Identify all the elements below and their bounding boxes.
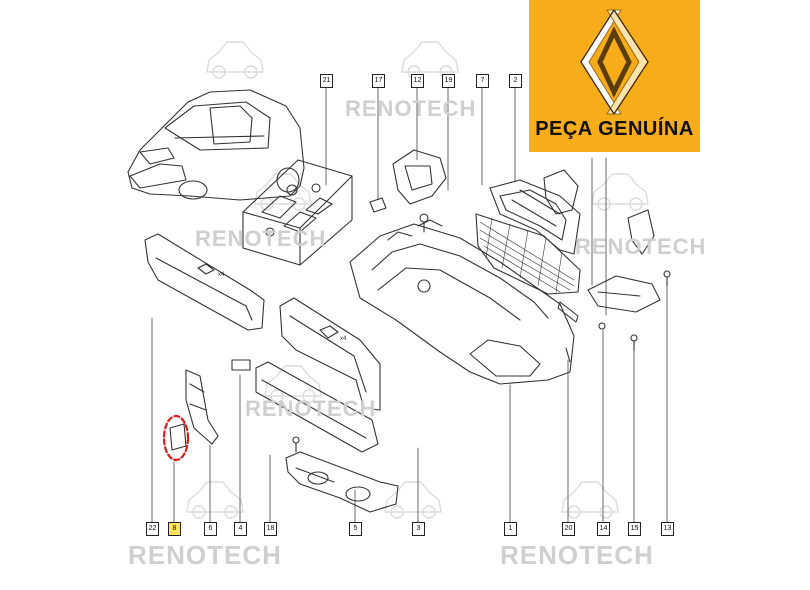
part-14-side-bracket — [587, 275, 661, 330]
watermark-car-icon — [206, 41, 264, 79]
callout-4: 4 — [234, 522, 247, 536]
callout-3: 3 — [412, 522, 425, 536]
part-21-clip-box — [242, 159, 353, 266]
watermark-car-icon — [384, 481, 442, 519]
callout-19: 19 — [442, 74, 455, 88]
watermark-text: RENOTECH — [500, 540, 654, 570]
part-5-fog-bezel — [285, 451, 399, 513]
highlight-ring — [162, 414, 190, 462]
callout-14: 14 — [597, 522, 610, 536]
callout-8: 8 — [168, 522, 181, 536]
watermark-car-icon — [401, 41, 459, 79]
part-15-screw — [630, 334, 638, 351]
part-2-grille-frame — [489, 179, 581, 255]
part-deflector-right — [543, 169, 655, 255]
callout-13: 13 — [661, 522, 674, 536]
renault-diamond-icon — [580, 9, 649, 115]
car-overview-icon — [127, 89, 305, 201]
part-17-clip — [369, 197, 387, 213]
part-4-lower-trim: x4 — [279, 297, 381, 411]
callout-6: 6 — [204, 522, 217, 536]
watermark-car-icon — [561, 481, 619, 519]
callout-7: 7 — [476, 74, 489, 88]
part-1-front-bumper — [349, 219, 575, 385]
callout-12: 12 — [411, 74, 424, 88]
watermark-text: RENOTECH — [245, 396, 377, 421]
callout-2: 2 — [509, 74, 522, 88]
watermark-text: RENOTECH — [195, 226, 327, 251]
genuine-part-badge: PEÇA GENUÍNA — [529, 0, 700, 152]
svg-text:x4: x4 — [218, 272, 225, 278]
watermark-text: RENOTECH — [575, 234, 707, 259]
watermark-car-icons — [186, 41, 649, 519]
part-7-grille — [475, 213, 581, 295]
part-8-cover — [162, 414, 190, 462]
callout-18: 18 — [264, 522, 277, 536]
part-12-bracket — [392, 149, 447, 233]
watermark-text: RENOTECH — [128, 540, 282, 570]
svg-text:x4: x4 — [340, 336, 347, 342]
callout-17: 17 — [372, 74, 385, 88]
part-22-lower-grille: x4 — [144, 233, 265, 331]
watermark-text: RENOTECH — [345, 96, 477, 121]
part-6-deflector — [185, 369, 219, 445]
badge-caption: PEÇA GENUÍNA — [535, 118, 694, 140]
callout-5: 5 — [349, 522, 362, 536]
watermark-car-icon — [591, 173, 649, 211]
callout-1: 1 — [504, 522, 517, 536]
callout-15: 15 — [628, 522, 641, 536]
callout-21: 21 — [320, 74, 333, 88]
part-sticker — [231, 359, 251, 371]
part-13-screw — [663, 270, 671, 287]
callout-22: 22 — [146, 522, 159, 536]
part-20-trim-strip — [557, 301, 579, 363]
callout-20: 20 — [562, 522, 575, 536]
part-3-skid-plate — [255, 361, 379, 453]
part-18-screw — [292, 436, 300, 453]
watermark-car-icon — [186, 481, 244, 519]
watermark-car-icon — [264, 365, 322, 403]
